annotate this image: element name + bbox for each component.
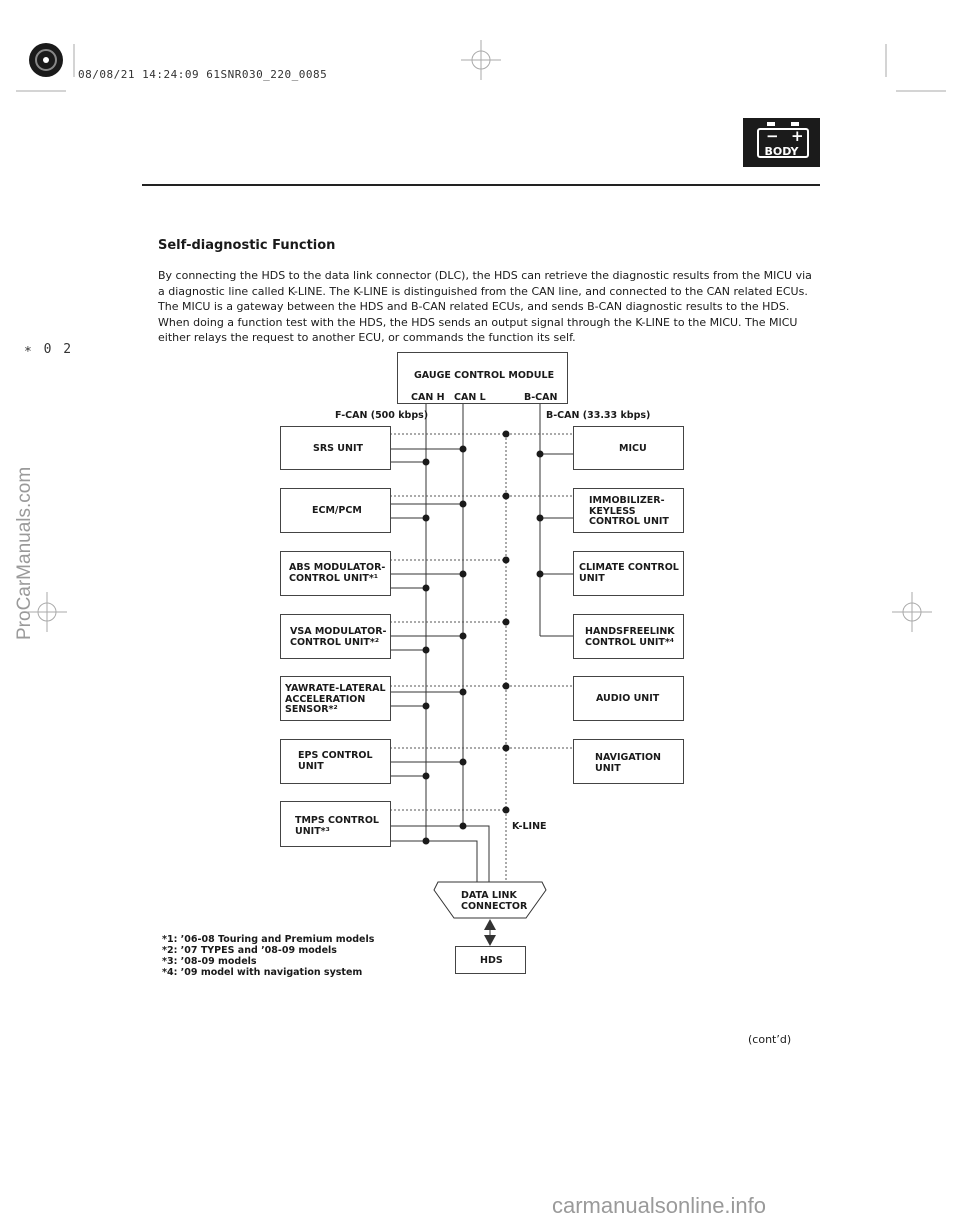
footnotes: *1: ’06-08 Touring and Premium models *2…	[162, 934, 374, 978]
continued-note: (cont’d)	[748, 1033, 792, 1046]
battery-icon	[757, 128, 809, 158]
badge-label: BODY	[764, 145, 799, 158]
intro-text: By connecting the HDS to the data link c…	[158, 269, 812, 344]
unit-label: TMPS CONTROL UNIT*³	[295, 815, 379, 837]
unit-label: MICU	[619, 443, 647, 454]
unit-label: YAWRATE-LATERAL ACCELERATION SENSOR*²	[285, 683, 386, 715]
immobilizer-box: IMMOBILIZER- KEYLESS CONTROL UNIT	[573, 488, 684, 533]
pin-b-can: B-CAN	[524, 392, 558, 403]
fcan-label: F-CAN (500 kbps)	[335, 410, 429, 421]
battery-terminal-neg	[767, 122, 775, 126]
footnote: *1: ’06-08 Touring and Premium models	[162, 934, 375, 945]
navigation-unit-box: NAVIGATION UNIT	[573, 739, 684, 784]
audio-unit-box: AUDIO UNIT	[573, 676, 684, 721]
micu-box: MICU	[573, 426, 684, 470]
abs-modulator-box: ABS MODULATOR- CONTROL UNIT*¹	[280, 551, 391, 596]
kline-wiring	[390, 433, 573, 886]
footnote: *2: ’07 TYPES and ’08-09 models	[162, 945, 337, 956]
intro-paragraph: By connecting the HDS to the data link c…	[158, 268, 818, 346]
body-battery-badge: − + BODY	[743, 118, 820, 167]
unit-label: CLIMATE CONTROL UNIT	[579, 562, 679, 584]
footnote: *3: ’08-09 models	[162, 956, 257, 967]
srs-unit-box: SRS UNIT	[280, 426, 391, 470]
unit-label: HANDSFREELINK CONTROL UNIT*⁴	[585, 626, 675, 648]
bcan-label: B-CAN (33.33 kbps)	[546, 410, 651, 421]
header-rule	[142, 184, 820, 186]
crop-marks	[16, 40, 946, 632]
side-mark: ∗ 0 2	[24, 342, 74, 357]
handsfreelink-box: HANDSFREELINK CONTROL UNIT*⁴	[573, 614, 684, 659]
hds-label: HDS	[480, 955, 503, 966]
footnote: *4: ’09 model with navigation system	[162, 967, 363, 978]
climate-control-box: CLIMATE CONTROL UNIT	[573, 551, 684, 596]
gauge-title: GAUGE CONTROL MODULE	[414, 370, 555, 381]
minus-icon: −	[766, 127, 779, 145]
pin-can-l: CAN L	[454, 392, 486, 403]
eps-control-box: EPS CONTROL UNIT	[280, 739, 391, 784]
registration-mark-tl	[29, 43, 63, 77]
unit-label: NAVIGATION UNIT	[595, 752, 661, 774]
kline-label: K-LINE	[512, 821, 547, 832]
unit-label: SRS UNIT	[313, 443, 363, 454]
unit-label: VSA MODULATOR- CONTROL UNIT*²	[290, 626, 387, 648]
dlc-hds-arrows	[484, 919, 496, 946]
junction-dots	[422, 430, 544, 845]
dlc-shape	[433, 881, 547, 919]
vsa-modulator-box: VSA MODULATOR- CONTROL UNIT*²	[280, 614, 391, 659]
data-link-connector: DATA LINK CONNECTOR	[434, 882, 546, 918]
battery-terminal-pos	[791, 122, 799, 126]
dlc-label: DATA LINK CONNECTOR	[461, 890, 528, 912]
gauge-control-module: GAUGE CONTROL MODULE CAN H CAN L B-CAN	[397, 352, 568, 404]
print-stamp: 08/08/21 14:24:09 61SNR030_220_0085	[78, 68, 328, 81]
unit-label: EPS CONTROL UNIT	[298, 750, 373, 772]
unit-label: IMMOBILIZER- KEYLESS CONTROL UNIT	[589, 495, 669, 527]
section-title: Self-diagnostic Function	[158, 238, 336, 253]
tmps-control-box: TMPS CONTROL UNIT*³	[280, 801, 391, 847]
bus-wiring	[390, 404, 573, 940]
yawrate-sensor-box: YAWRATE-LATERAL ACCELERATION SENSOR*²	[280, 676, 391, 721]
unit-label: ABS MODULATOR- CONTROL UNIT*¹	[289, 562, 386, 584]
plus-icon: +	[791, 127, 804, 145]
pin-can-h: CAN H	[411, 392, 445, 403]
unit-label: ECM/PCM	[312, 505, 362, 516]
unit-label: AUDIO UNIT	[596, 693, 660, 704]
bottom-watermark: carmanualsonline.info	[552, 1193, 767, 1218]
hds-box: HDS	[455, 946, 526, 974]
ecm-pcm-box: ECM/PCM	[280, 488, 391, 533]
